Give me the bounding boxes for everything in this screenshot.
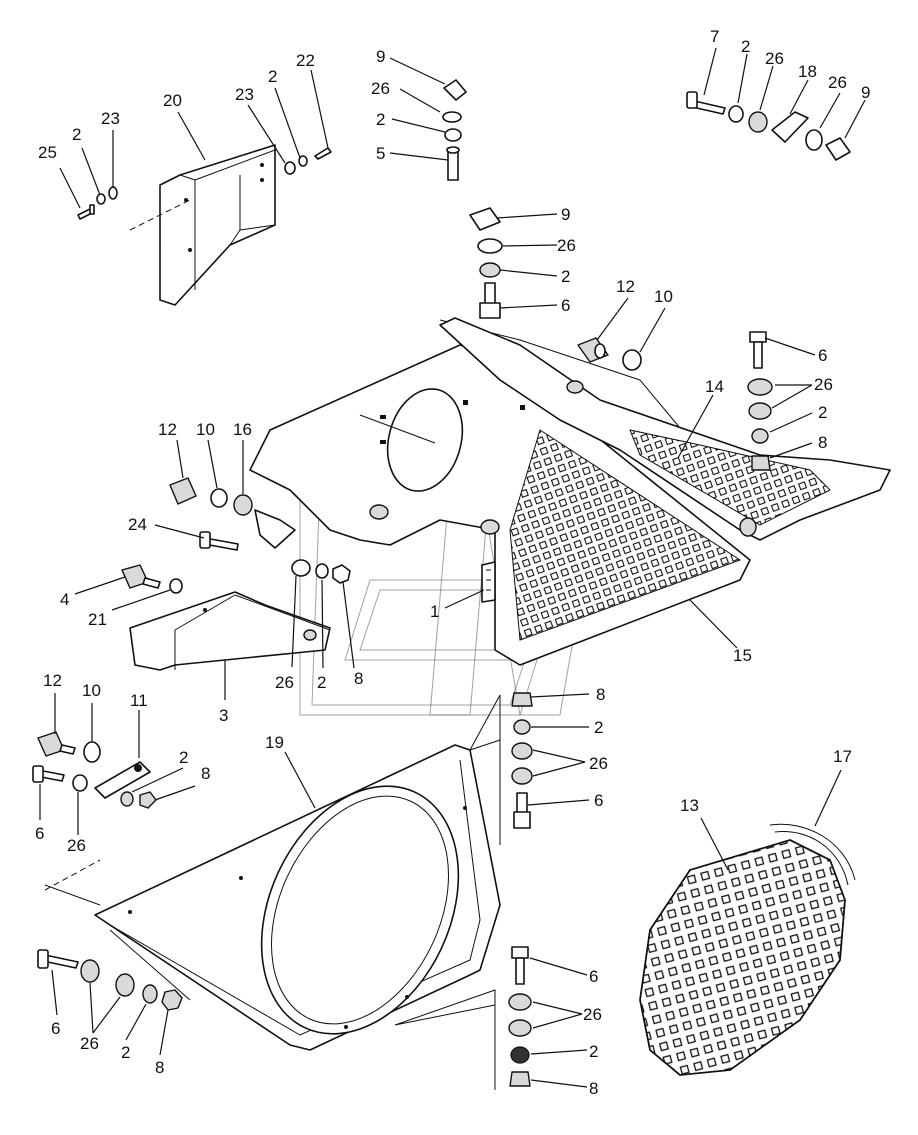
callout-21: 21: [88, 610, 107, 629]
callout-6: 6: [818, 346, 827, 365]
callout-2: 2: [561, 267, 570, 286]
left-lower-parts: [32, 731, 157, 809]
callout-2: 2: [376, 110, 385, 129]
bracket-20: [129, 144, 276, 306]
callout-24: 24: [128, 515, 147, 534]
callout-26: 26: [275, 673, 294, 692]
callout-8: 8: [201, 764, 210, 783]
callout-6: 6: [51, 1019, 60, 1038]
callout-7: 7: [710, 27, 719, 46]
callout-26: 26: [589, 754, 608, 773]
callout-26: 26: [557, 236, 576, 255]
callout-12: 12: [616, 277, 635, 296]
callout-8: 8: [818, 433, 827, 452]
fastener-stack-top-center: [442, 79, 467, 181]
leader-lines: [39, 47, 866, 1090]
callout-26: 26: [828, 73, 847, 92]
callout-26: 26: [371, 79, 390, 98]
callout-19: 19: [265, 733, 284, 752]
left-middle-parts: [169, 477, 296, 551]
callout-8: 8: [155, 1058, 164, 1077]
callout-2: 2: [741, 37, 750, 56]
callout-10: 10: [82, 681, 101, 700]
fastener-stack-bottom-right: [508, 946, 532, 1087]
callout-18: 18: [798, 62, 817, 81]
callout-10: 10: [654, 287, 673, 306]
callout-2: 2: [72, 125, 81, 144]
callout-23: 23: [235, 85, 254, 104]
callout-22: 22: [296, 51, 315, 70]
callout-26: 26: [814, 375, 833, 394]
washers-26-2-8-mid: [291, 559, 351, 584]
callout-14: 14: [705, 377, 724, 396]
callout-6: 6: [35, 824, 44, 843]
callout-3: 3: [219, 706, 228, 725]
callout-2: 2: [589, 1042, 598, 1061]
fasteners-23-2-22: [284, 147, 332, 175]
callout-9: 9: [861, 83, 870, 102]
callout-9: 9: [561, 205, 570, 224]
callout-2: 2: [818, 403, 827, 422]
callout-13: 13: [680, 796, 699, 815]
callout-25: 25: [38, 143, 57, 162]
callout-8: 8: [596, 685, 605, 704]
callout-17: 17: [833, 747, 852, 766]
callout-20: 20: [163, 91, 182, 110]
seal-17: [769, 823, 856, 886]
callout-9: 9: [376, 47, 385, 66]
callout-5: 5: [376, 144, 385, 163]
callout-2: 2: [179, 748, 188, 767]
callout-8: 8: [589, 1079, 598, 1098]
callout-1: 1: [430, 602, 439, 621]
bracket-3: [129, 591, 331, 671]
callout-6: 6: [561, 296, 570, 315]
callout-26: 26: [765, 49, 784, 68]
mesh-screen-13: [639, 839, 846, 1076]
fastener-stack-right: [747, 331, 773, 471]
callout-labels: 25 2 23 20 23 2 22 9 26 2 5 7 2 26 18 26…: [35, 27, 870, 1098]
callout-26: 26: [583, 1005, 602, 1024]
callout-23: 23: [101, 109, 120, 128]
fastener-stack-center: [469, 207, 503, 319]
fasteners-25-2-23: [77, 186, 118, 220]
callout-26: 26: [67, 836, 86, 855]
frame-19: [44, 744, 501, 1051]
callout-2: 2: [268, 67, 277, 86]
callout-2: 2: [317, 673, 326, 692]
callout-26: 26: [80, 1034, 99, 1053]
callout-16: 16: [233, 420, 252, 439]
callout-6: 6: [589, 967, 598, 986]
main-panel-15: [249, 319, 751, 666]
callout-12: 12: [158, 420, 177, 439]
callout-4: 4: [60, 590, 69, 609]
callout-2: 2: [121, 1043, 130, 1062]
knob-12-washer-10-upper: [577, 337, 642, 371]
fastener-stack-bottom-left: [37, 949, 183, 1011]
callout-11: 11: [130, 691, 148, 710]
fastener-stack-top-right: [686, 91, 851, 161]
connector-1: [481, 561, 496, 603]
callout-2: 2: [594, 718, 603, 737]
callout-12: 12: [43, 671, 62, 690]
fastener-stack-middle-right: [511, 692, 533, 829]
callout-6: 6: [594, 791, 603, 810]
knob-4-washer-21: [121, 564, 183, 594]
callout-15: 15: [733, 646, 752, 665]
callout-8: 8: [354, 669, 363, 688]
callout-10: 10: [196, 420, 215, 439]
